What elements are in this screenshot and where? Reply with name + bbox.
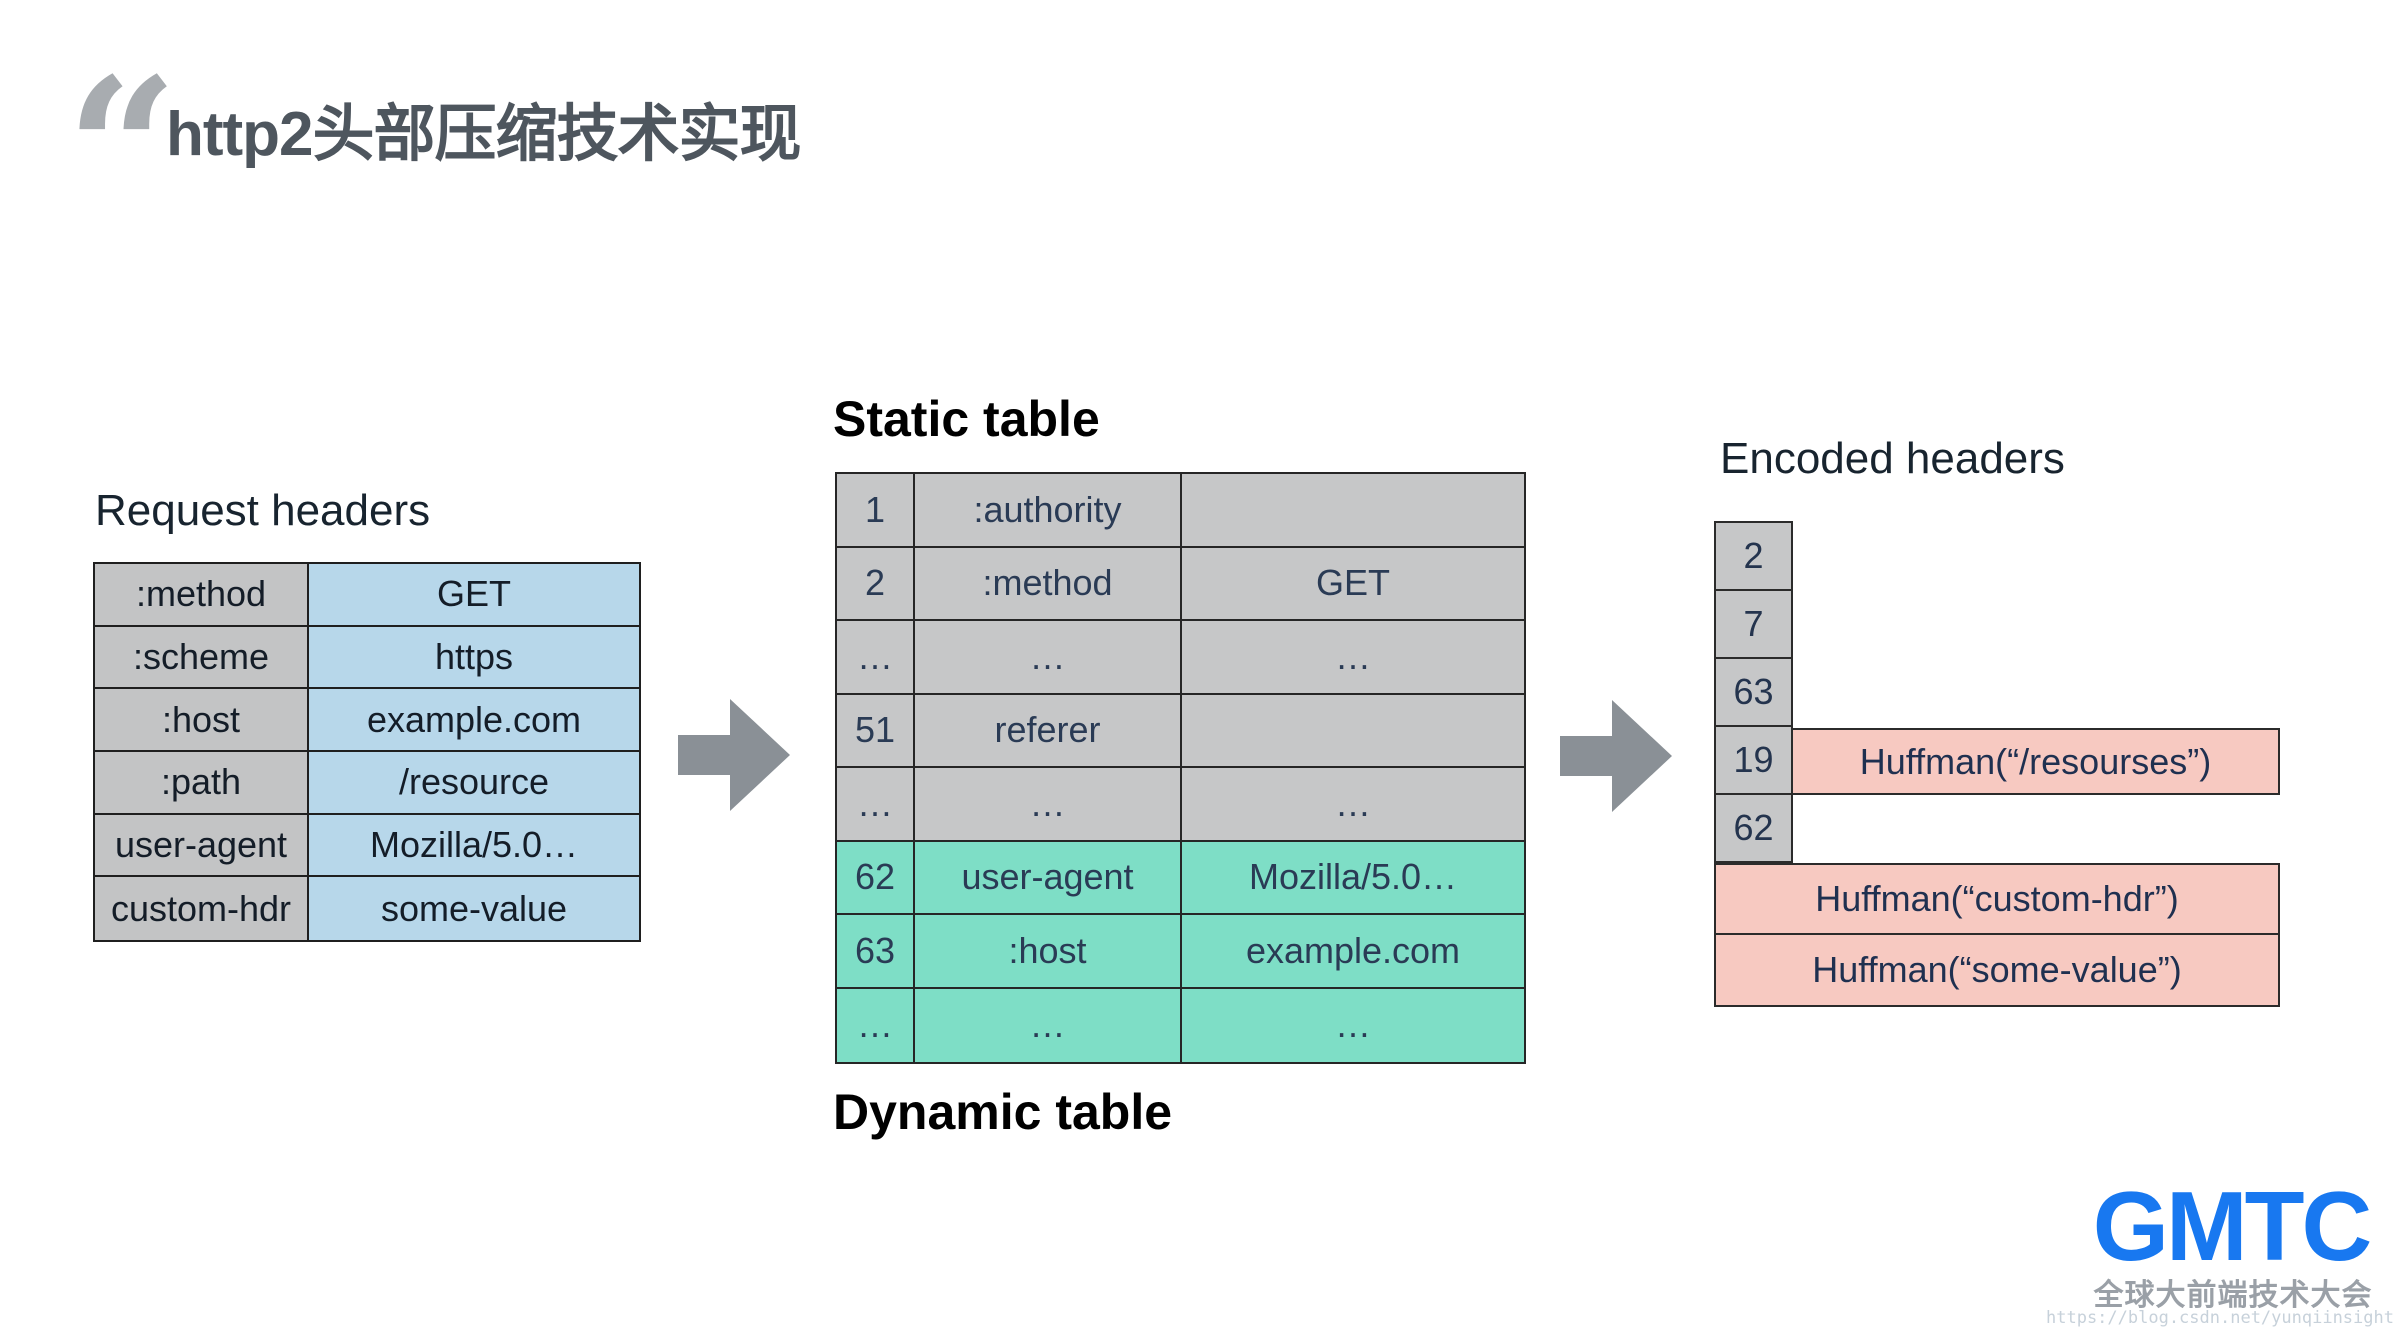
name-cell: referer bbox=[915, 694, 1182, 768]
request-headers-table: :method GET :scheme https :host example.… bbox=[93, 562, 641, 943]
encoded-index-box: 62 bbox=[1714, 793, 1793, 863]
header-name-cell: user-agent bbox=[95, 814, 309, 878]
header-name-cell: :host bbox=[95, 689, 309, 753]
encoded-index-box: 2 bbox=[1714, 521, 1793, 591]
huffman-value-box: Huffman(“some-value”) bbox=[1714, 933, 2280, 1007]
encoded-index-column: 2 7 63 19 62 bbox=[1714, 521, 1793, 863]
request-headers-label: Request headers bbox=[95, 486, 431, 535]
header-value-cell: Mozilla/5.0… bbox=[309, 814, 639, 878]
value-cell bbox=[1182, 474, 1524, 548]
page-title: http2头部压缩技术实现 bbox=[166, 100, 802, 169]
header-value-cell: some-value bbox=[309, 877, 639, 941]
index-cell: … bbox=[837, 621, 915, 695]
index-cell: 62 bbox=[837, 841, 915, 915]
value-cell: example.com bbox=[1182, 915, 1524, 989]
static-dynamic-table: 1 :authority 2 :method GET … … … 51 refe… bbox=[835, 472, 1526, 1064]
index-cell: … bbox=[837, 768, 915, 842]
header-name-cell: :method bbox=[95, 564, 309, 627]
name-cell: … bbox=[915, 768, 1182, 842]
header-name-cell: custom-hdr bbox=[95, 877, 309, 941]
index-cell: 2 bbox=[837, 547, 915, 621]
encoded-index-box: 63 bbox=[1714, 657, 1793, 727]
static-table-label: Static table bbox=[833, 391, 1100, 447]
quote-icon: “ bbox=[66, 35, 179, 264]
value-cell: Mozilla/5.0… bbox=[1182, 841, 1524, 915]
flow-arrow-icon bbox=[1560, 700, 1672, 812]
gmtc-logo: GMTC bbox=[2092, 1171, 2373, 1281]
index-cell: 63 bbox=[837, 915, 915, 989]
encoded-headers-label: Encoded headers bbox=[1720, 434, 2065, 483]
value-cell: … bbox=[1182, 768, 1524, 842]
name-cell: :authority bbox=[915, 474, 1182, 548]
flow-arrow-icon bbox=[678, 699, 790, 811]
index-cell: 1 bbox=[837, 474, 915, 548]
name-cell: user-agent bbox=[915, 841, 1182, 915]
header-name-cell: :scheme bbox=[95, 626, 309, 690]
gmtc-logo-subtitle: 全球大前端技术大会 bbox=[2093, 1279, 2373, 1312]
huffman-value-box: Huffman(“custom-hdr”) bbox=[1714, 863, 2280, 935]
header-value-cell: GET bbox=[309, 564, 639, 627]
huffman-value-box: Huffman(“/resourses”) bbox=[1791, 728, 2280, 795]
encoded-index-box: 7 bbox=[1714, 589, 1793, 659]
value-cell: … bbox=[1182, 621, 1524, 695]
name-cell: :method bbox=[915, 547, 1182, 621]
header-name-cell: :path bbox=[95, 752, 309, 815]
header-value-cell: https bbox=[309, 626, 639, 690]
index-cell: … bbox=[837, 988, 915, 1062]
index-cell: 51 bbox=[837, 694, 915, 768]
value-cell: GET bbox=[1182, 547, 1524, 621]
value-cell: … bbox=[1182, 988, 1524, 1062]
name-cell: … bbox=[915, 621, 1182, 695]
name-cell: … bbox=[915, 988, 1182, 1062]
dynamic-table-label: Dynamic table bbox=[833, 1084, 1173, 1140]
watermark-url: https://blog.csdn.net/yunqiinsight bbox=[2046, 1308, 2394, 1328]
header-value-cell: example.com bbox=[309, 689, 639, 753]
encoded-index-box: 19 bbox=[1714, 725, 1793, 795]
header-value-cell: /resource bbox=[309, 752, 639, 815]
value-cell bbox=[1182, 694, 1524, 768]
name-cell: :host bbox=[915, 915, 1182, 989]
